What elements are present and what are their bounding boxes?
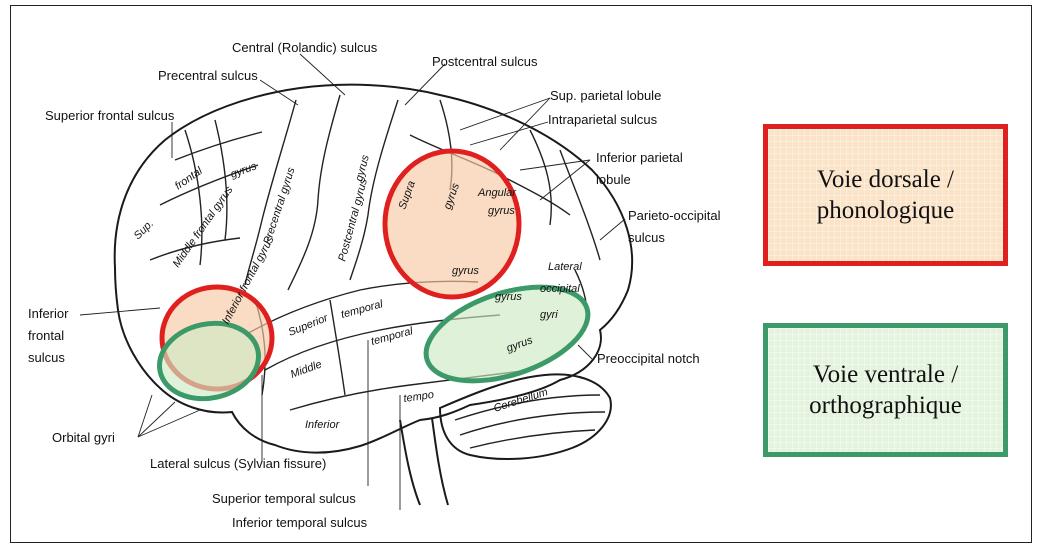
label-sup-parietal-lobule: Sup. parietal lobule — [550, 88, 661, 103]
label-inferior-parietal-2: lobule — [596, 172, 631, 187]
legend-ventral-label: Voie ventrale / orthographique — [809, 359, 962, 422]
label-lateral-sulcus: Lateral sulcus (Sylvian fissure) — [150, 456, 326, 471]
legend-ventral-pathway: Voie ventrale / orthographique — [763, 323, 1008, 457]
gyrus-b: gyrus — [353, 153, 372, 183]
label-central-sulcus: Central (Rolandic) sulcus — [232, 40, 378, 55]
label-superior-frontal-sulcus: Superior frontal sulcus — [45, 108, 175, 123]
label-parieto-occipital-2: sulcus — [628, 230, 665, 245]
label-intraparietal-sulcus: Intraparietal sulcus — [548, 112, 658, 127]
label-precentral-sulcus: Precentral sulcus — [158, 68, 258, 83]
gyrus-f: gyrus — [495, 291, 522, 303]
gyrus-d: gyrus — [488, 205, 515, 217]
legend-dorsal-label: Voie dorsale / phonologique — [817, 164, 955, 227]
gyrus-inferior: Inferior — [305, 419, 341, 431]
label-preoccipital-notch: Preoccipital notch — [597, 351, 700, 366]
gyrus-frontal: frontal — [173, 165, 205, 193]
gyrus-temporal-2: temporal — [370, 325, 415, 348]
gyrus-cerebellum: Cerebellum — [492, 386, 549, 415]
label-inferior-frontal-sulcus-3: sulcus — [28, 350, 65, 365]
gyrus-gyri: gyri — [540, 309, 558, 321]
label-superior-temporal-sulcus: Superior temporal sulcus — [212, 491, 356, 506]
gyrus-angular: Angular — [477, 187, 517, 199]
gyrus-lateral: Lateral — [548, 261, 582, 273]
gyrus-precentral: Precentral gyrus — [261, 166, 297, 246]
legend-dorsal-pathway: Voie dorsale / phonologique — [763, 124, 1008, 266]
anatomical-labels: Central (Rolandic) sulcus Precentral sul… — [28, 40, 721, 530]
gyrus-temporal-1: temporal — [340, 298, 385, 321]
gyrus-occipital: occipital — [540, 283, 580, 295]
label-inferior-frontal-sulcus-2: frontal — [28, 328, 64, 343]
highlight-regions — [152, 151, 599, 408]
gyrus-superior: Superior — [287, 312, 331, 339]
label-postcentral-sulcus: Postcentral sulcus — [432, 54, 538, 69]
label-inferior-frontal-sulcus-1: Inferior — [28, 306, 69, 321]
label-parieto-occipital-1: Parieto-occipital — [628, 208, 721, 223]
gyrus-postcentral: Postcentral gyrus — [336, 177, 370, 263]
gyrus-e: gyrus — [452, 265, 479, 277]
gyrus-tempo: tempo — [403, 389, 435, 405]
label-inferior-parietal-1: Inferior parietal — [596, 150, 683, 165]
label-inferior-temporal-sulcus: Inferior temporal sulcus — [232, 515, 368, 530]
gyrus-middle: Middle — [289, 358, 324, 380]
gyrus-a: gyrus — [229, 160, 259, 181]
label-orbital-gyri: Orbital gyri — [52, 430, 115, 445]
gyrus-sup: Sup. — [132, 218, 156, 242]
